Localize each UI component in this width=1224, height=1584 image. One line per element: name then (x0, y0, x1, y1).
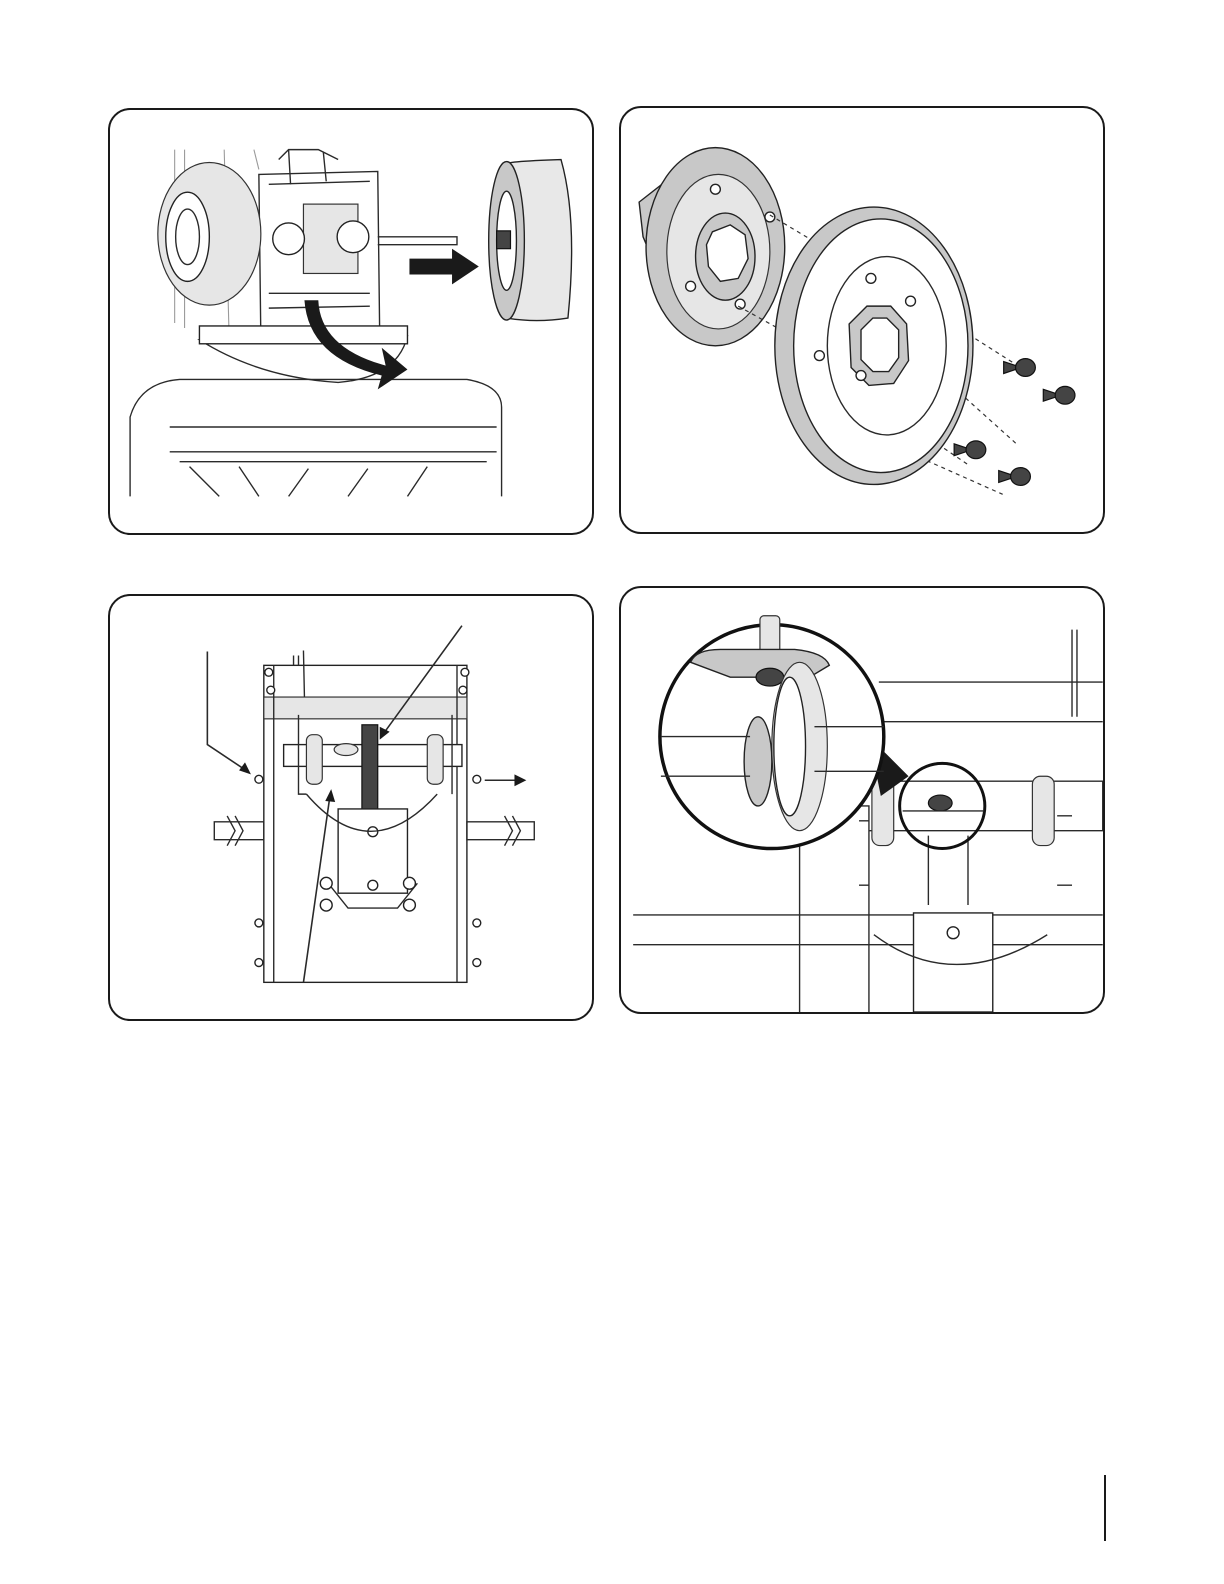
removed-wheel (489, 160, 572, 321)
sprocket-left (273, 223, 305, 255)
hub-exploded-illustration (621, 108, 1103, 532)
page-edge-rule (1104, 1475, 1106, 1541)
wheel-flange (639, 148, 785, 346)
shaft-detail-illustration (621, 588, 1103, 1012)
left-wheel (158, 163, 261, 306)
axle (378, 237, 457, 245)
curved-arrow (304, 300, 407, 389)
auger-housing (130, 326, 501, 496)
frame-top-view-illustration (110, 596, 592, 1019)
bolts (954, 359, 1075, 486)
sprocket-right (337, 221, 369, 253)
figure-frame-top-view (108, 594, 594, 1021)
drive-pulley (775, 207, 973, 484)
figure-wheel-removal (108, 108, 594, 535)
figure-shaft-detail (619, 586, 1105, 1014)
magnifier (660, 616, 884, 849)
detail-focus-circle (900, 763, 985, 848)
wheel-removal-illustration (110, 110, 592, 533)
figure-hub-exploded (619, 106, 1105, 534)
right-arrow (409, 249, 478, 285)
